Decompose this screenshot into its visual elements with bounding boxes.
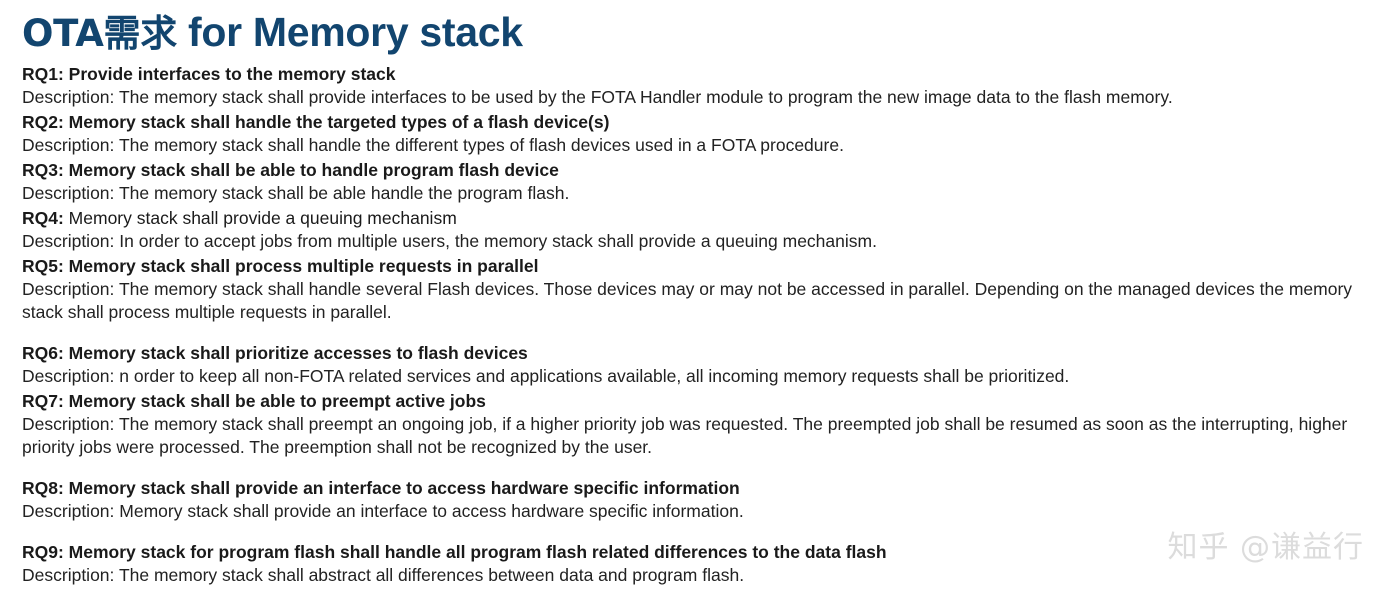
requirement-description-rq3: Description: The memory stack shall be a… — [22, 183, 570, 203]
requirement-block-rq7: RQ7: Memory stack shall be able to preem… — [22, 390, 1374, 459]
requirement-title-rq7: RQ7: Memory stack shall be able to preem… — [22, 391, 486, 411]
requirement-description-rq6: Description: n order to keep all non-FOT… — [22, 366, 1070, 386]
requirement-description-rq8: Description: Memory stack shall provide … — [22, 501, 744, 521]
zhihu-watermark: 知乎 @谦益行 — [1167, 530, 1364, 565]
page-title-cjk: OTA需求 — [22, 12, 177, 55]
requirement-description-rq9: Description: The memory stack shall abst… — [22, 565, 745, 585]
requirement-id-rq4: RQ4: — [22, 208, 64, 228]
requirement-description-rq4: Description: In order to accept jobs fro… — [22, 231, 877, 251]
requirement-block-rq6: RQ6: Memory stack shall prioritize acces… — [22, 342, 1374, 388]
requirement-title-rq6: RQ6: Memory stack shall prioritize acces… — [22, 343, 528, 363]
requirement-title-rq3: RQ3: Memory stack shall be able to handl… — [22, 160, 559, 180]
requirement-block-rq8: RQ8: Memory stack shall provide an inter… — [22, 477, 1374, 523]
requirement-block-rq3: RQ3: Memory stack shall be able to handl… — [22, 159, 1374, 205]
requirement-description-rq2: Description: The memory stack shall hand… — [22, 135, 844, 155]
requirement-description-rq7: Description: The memory stack shall pree… — [22, 414, 1348, 457]
requirements-list: RQ1: Provide interfaces to the memory st… — [22, 63, 1374, 587]
requirement-block-rq1: RQ1: Provide interfaces to the memory st… — [22, 63, 1374, 109]
requirement-description-rq5: Description: The memory stack shall hand… — [22, 279, 1353, 322]
requirement-description-rq1: Description: The memory stack shall prov… — [22, 87, 1173, 107]
page-title-latin: for Memory stack — [176, 9, 523, 55]
requirement-title-rq5: RQ5: Memory stack shall process multiple… — [22, 256, 539, 276]
requirement-title-rq9: RQ9: Memory stack for program flash shal… — [22, 542, 887, 562]
requirement-block-rq4: RQ4: Memory stack shall provide a queuin… — [22, 207, 1374, 253]
requirement-title-rq4: RQ4: Memory stack shall provide a queuin… — [22, 207, 1374, 230]
requirement-title-rq8: RQ8: Memory stack shall provide an inter… — [22, 478, 740, 498]
requirement-title-rq2: RQ2: Memory stack shall handle the targe… — [22, 112, 610, 132]
requirement-block-rq2: RQ2: Memory stack shall handle the targe… — [22, 111, 1374, 157]
page-title: OTA需求 for Memory stack — [22, 0, 1374, 63]
requirement-block-rq9: RQ9: Memory stack for program flash shal… — [22, 541, 1374, 587]
requirement-title-rq1: RQ1: Provide interfaces to the memory st… — [22, 64, 396, 84]
requirement-title-text-rq4: Memory stack shall provide a queuing mec… — [63, 208, 457, 228]
requirement-block-rq5: RQ5: Memory stack shall process multiple… — [22, 255, 1374, 324]
